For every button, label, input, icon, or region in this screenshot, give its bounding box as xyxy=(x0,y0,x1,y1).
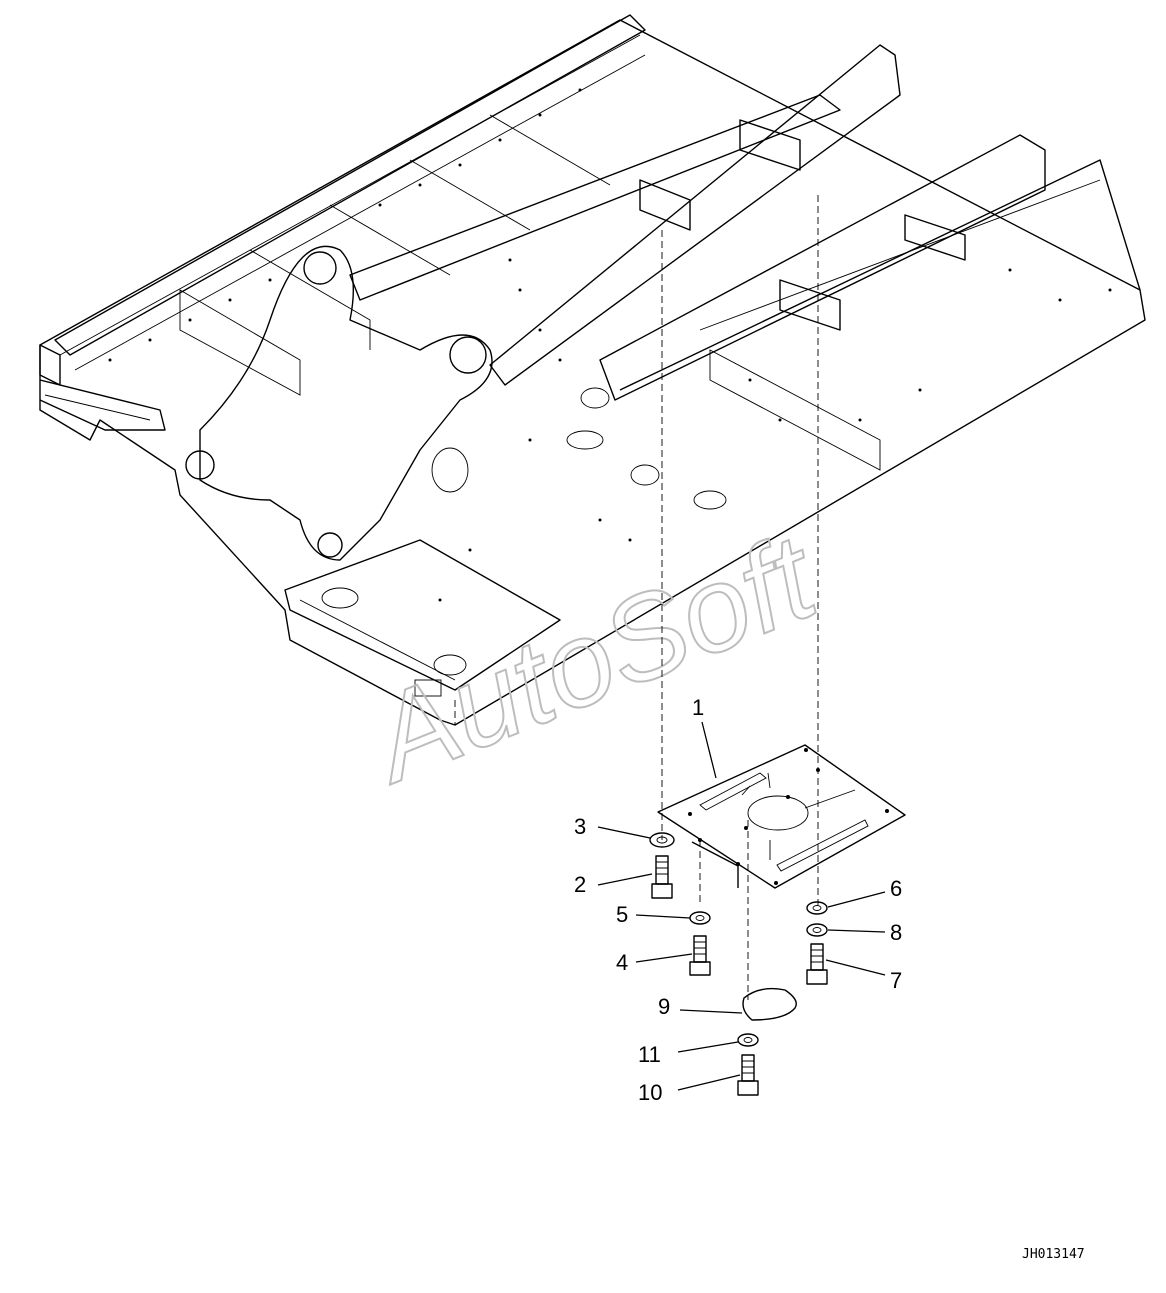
washer-5 xyxy=(689,911,711,925)
callout-3: 3 xyxy=(574,814,586,839)
washer-3 xyxy=(649,832,675,848)
callout-8: 8 xyxy=(890,920,902,945)
washer-8 xyxy=(806,923,828,937)
callout-10: 10 xyxy=(638,1080,662,1105)
callout-labels: 1 2 3 4 5 6 7 8 9 10 11 xyxy=(574,695,902,1105)
callout-7: 7 xyxy=(890,968,902,993)
bolt-4 xyxy=(689,935,711,976)
callout-11: 11 xyxy=(638,1042,661,1067)
washer-11 xyxy=(737,1033,759,1047)
bolt-hole-dots xyxy=(108,88,1112,602)
washer-6 xyxy=(806,901,828,915)
bolt-7 xyxy=(806,943,828,985)
leader-lines xyxy=(597,721,886,1091)
small-cover xyxy=(742,987,797,1021)
callout-4: 4 xyxy=(616,950,628,975)
revolving-frame-drawing xyxy=(39,14,1146,726)
bolt-10 xyxy=(737,1054,759,1096)
callout-6: 6 xyxy=(890,876,902,901)
drawing-code: JH013147 xyxy=(1022,1247,1085,1262)
bolt-2 xyxy=(651,855,673,899)
assembly-lines xyxy=(454,195,819,1000)
cover-plate xyxy=(657,744,906,889)
callout-5: 5 xyxy=(616,902,628,927)
fasteners xyxy=(649,832,828,1096)
callout-9: 9 xyxy=(658,994,670,1019)
callout-1: 1 xyxy=(692,695,704,720)
callout-2: 2 xyxy=(574,872,586,897)
